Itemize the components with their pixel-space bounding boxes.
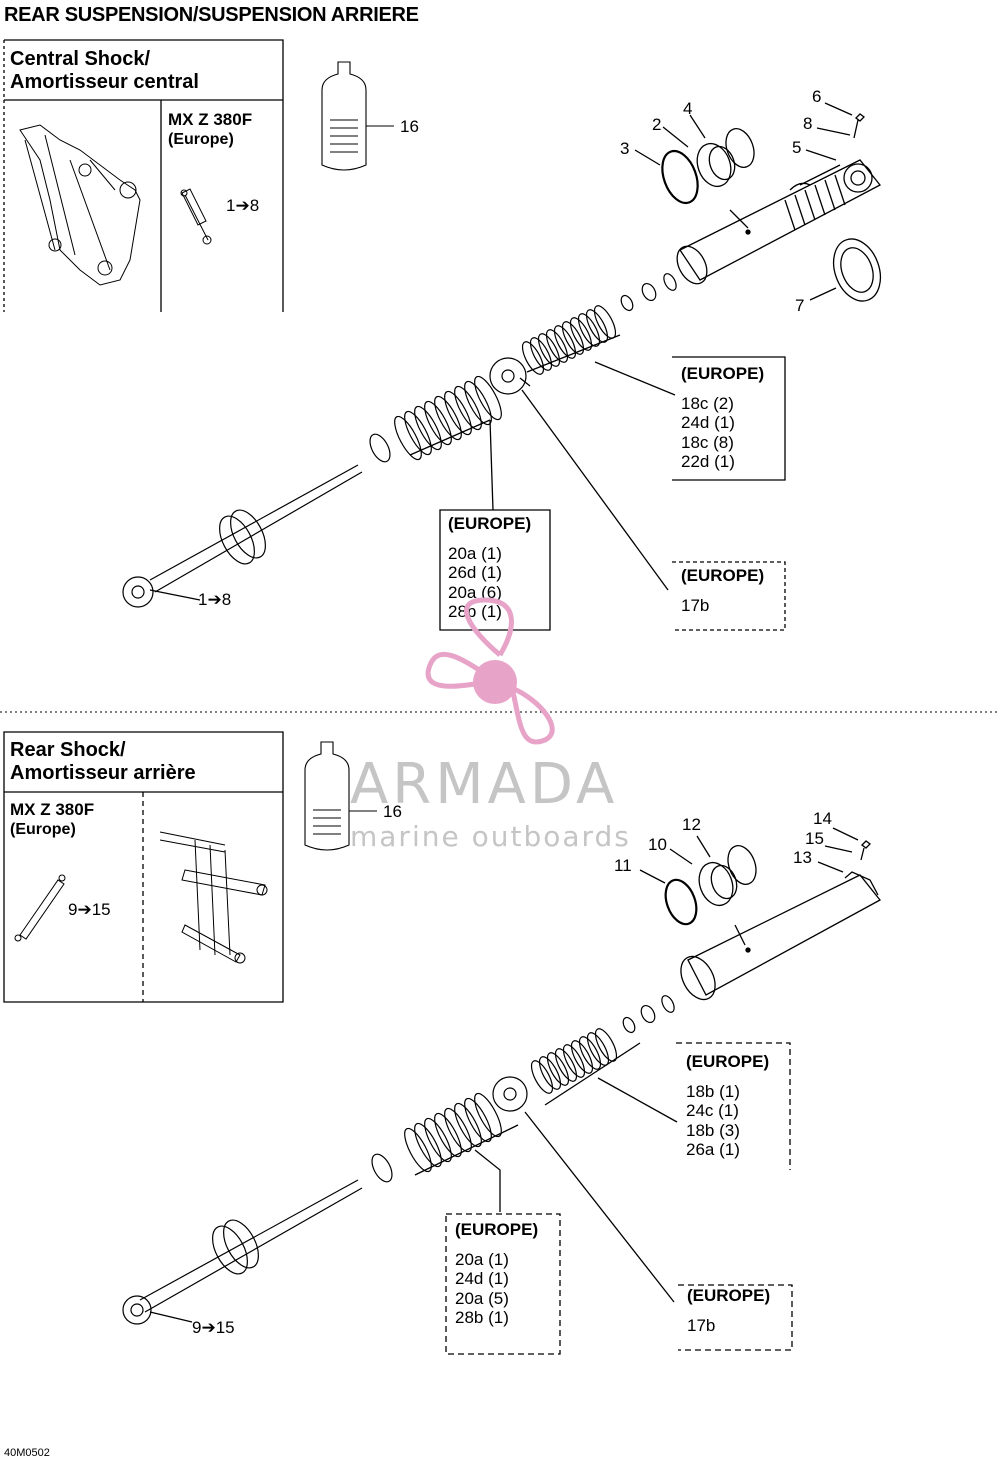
callout-14: 14 (813, 809, 832, 828)
rear-suspension-sketch (159, 831, 268, 964)
part-ref: 17b (687, 1315, 716, 1335)
callout-12: 12 (682, 815, 701, 834)
oil-bottle-bottom (304, 741, 377, 851)
part-ref: 20a (1) (455, 1249, 509, 1269)
part-ref: 18b (3) (686, 1120, 740, 1140)
callout-8: 8 (803, 114, 813, 133)
watermark-tagline: marine outboards (350, 820, 631, 853)
part-ref: 18c (2) (681, 393, 734, 413)
europe-parts-box-4: (EUROPE) 18b (1) 24c (1) 18b (3) 26a (1) (686, 1052, 769, 1160)
europe-parts-box-5: (EUROPE) 20a (1) 24d (1) 20a (5) 28b (1) (455, 1220, 538, 1328)
callout-7: 7 (795, 296, 805, 315)
europe-parts-box-3: (EUROPE) 17b (681, 566, 764, 615)
callout-16-top: 16 (400, 117, 419, 136)
rear-heading-line-2: Amortisseur arrière (10, 762, 196, 784)
europe-parts-box-1: (EUROPE) 18c (2) 24d (1) 18c (8) 22d (1) (681, 364, 764, 472)
europe-parts-box-6: (EUROPE) 17b (687, 1286, 770, 1335)
rear-model-region: (Europe) (10, 821, 76, 838)
central-shock-icon (180, 188, 212, 245)
europe-parts-box-2: (EUROPE) 20a (1) 26d (1) 20a (6) 28b (1) (448, 514, 531, 622)
central-model-name: MX Z 380F (168, 110, 253, 129)
callout-6: 6 (812, 87, 822, 106)
rear-heading-line-1: Rear Shock/ (10, 739, 126, 761)
central-spring-stack (122, 273, 677, 608)
central-shock-body (676, 159, 881, 285)
part-ref: 20a (6) (448, 582, 502, 602)
central-model-label: MX Z 380F (Europe) (168, 110, 252, 150)
rear-shock-icon (14, 874, 66, 942)
part-ref: 20a (5) (455, 1288, 509, 1308)
part-ref: 17b (681, 595, 710, 615)
rear-range-label: 9➔15 (68, 900, 111, 919)
central-heading-line-1: Central Shock/ (10, 48, 151, 70)
central-shock-heading: Central Shock/ Amortisseur central (10, 48, 199, 94)
part-ref: 24d (1) (681, 413, 735, 432)
page-title: REAR SUSPENSION/SUSPENSION ARRIERE (4, 4, 419, 26)
part-ref: 28b (1) (448, 602, 502, 621)
callout-16-bottom: 16 (383, 802, 402, 821)
europe-box-header: (EUROPE) (448, 514, 532, 533)
rear-model-name: MX Z 380F (10, 800, 95, 819)
rear-shaft-range: 9➔15 (192, 1318, 235, 1337)
part-ref: 28b (1) (455, 1308, 509, 1327)
europe-box-header: (EUROPE) (455, 1220, 539, 1239)
part-ref: 26a (1) (686, 1140, 740, 1159)
callout-11: 11 (614, 856, 632, 875)
central-range-label: 1➔8 (226, 196, 260, 215)
oil-bottle-top (321, 61, 394, 171)
europe-box-header: (EUROPE) (687, 1286, 771, 1305)
part-ref: 24c (1) (686, 1101, 739, 1120)
central-suspension-sketch (19, 124, 141, 286)
part-ref: 24d (1) (455, 1269, 509, 1288)
part-ref: 20a (1) (448, 543, 502, 563)
callout-15: 15 (805, 829, 824, 848)
rear-model-label: MX Z 380F (Europe) (10, 800, 94, 840)
nut-7 (832, 238, 882, 302)
rear-shock-body (680, 871, 881, 1001)
central-model-region: (Europe) (168, 131, 234, 148)
part-ref: 18c (8) (681, 432, 734, 452)
central-heading-line-2: Amortisseur central (10, 71, 199, 93)
rear-shock-heading: Rear Shock/ Amortisseur arrière (10, 739, 196, 785)
central-shaft-range: 1➔8 (198, 590, 232, 609)
callout-10: 10 (648, 835, 667, 854)
figure-code: 40M0502 (4, 1447, 50, 1459)
part-ref: 26d (1) (448, 563, 502, 582)
callout-13: 13 (793, 848, 812, 867)
callout-3: 3 (620, 139, 630, 158)
part-ref: 18b (1) (686, 1081, 740, 1101)
europe-box-header: (EUROPE) (681, 364, 765, 383)
watermark-brand: ARMADA (350, 752, 619, 817)
callout-5: 5 (792, 138, 802, 157)
europe-box-header: (EUROPE) (681, 566, 765, 585)
part-ref: 22d (1) (681, 452, 735, 471)
callout-4: 4 (683, 99, 693, 118)
rear-spring-stack (122, 995, 675, 1325)
europe-box-header: (EUROPE) (686, 1052, 770, 1071)
callout-2: 2 (652, 115, 662, 134)
